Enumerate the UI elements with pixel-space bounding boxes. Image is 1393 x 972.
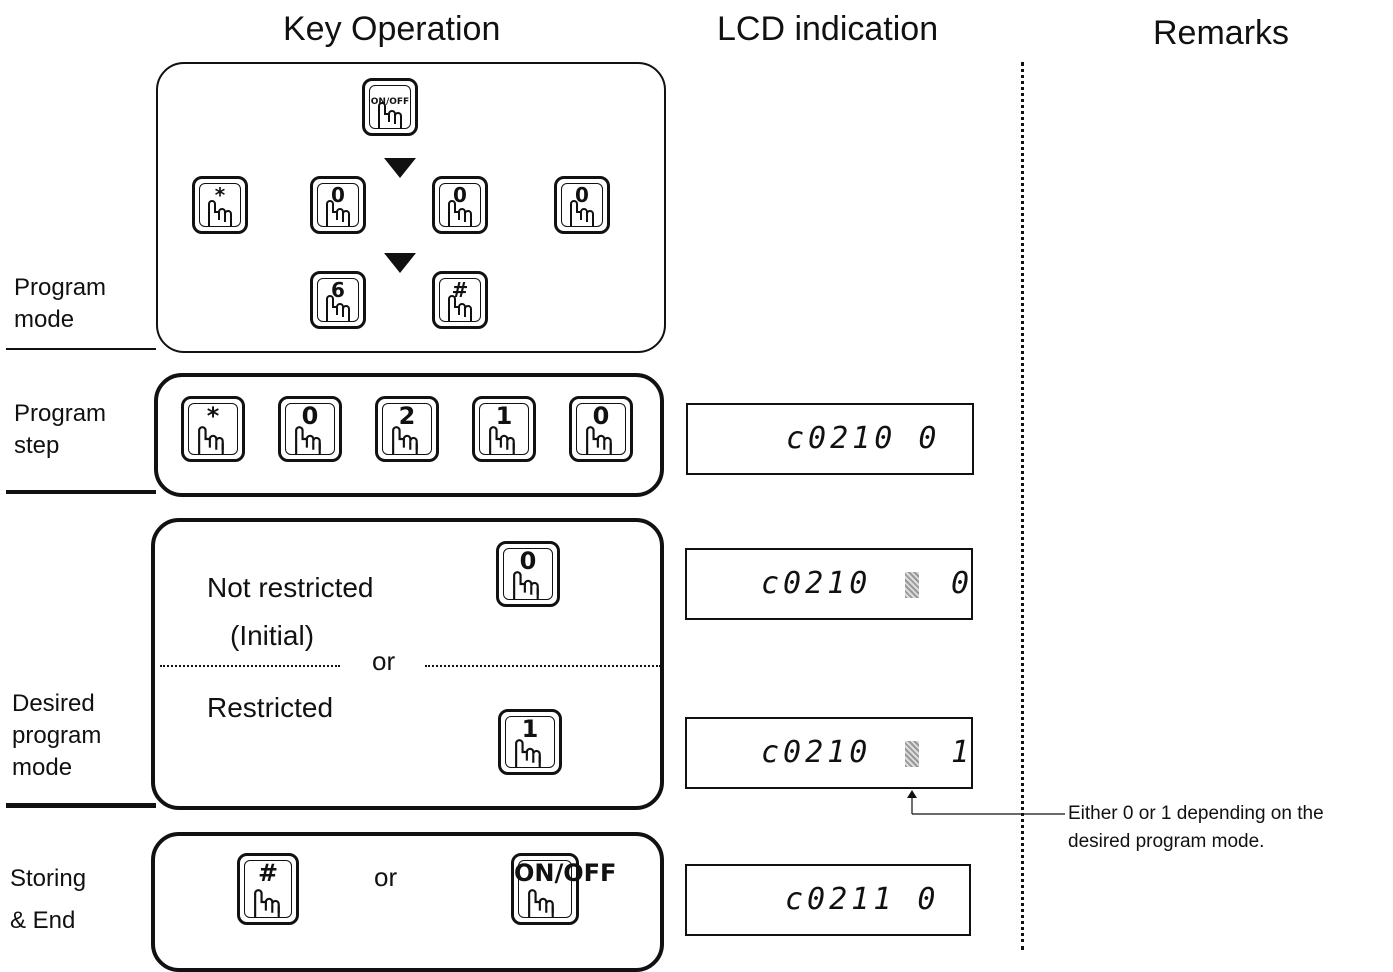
key-operation-header: Key Operation	[283, 10, 501, 48]
row-divider	[6, 348, 156, 350]
zero-key[interactable]: 0	[569, 396, 633, 462]
one-key[interactable]: 1	[472, 396, 536, 462]
lcd-display-step: c0210 0	[686, 403, 974, 475]
remarks-header: Remarks	[1153, 14, 1290, 52]
desired-mode-box	[151, 518, 664, 810]
zero-key[interactable]: 0	[310, 176, 366, 234]
zero-key[interactable]: 0	[278, 396, 342, 462]
restricted-label: Restricted	[207, 692, 334, 723]
two-key[interactable]: 2	[375, 396, 439, 462]
onoff-key[interactable]: ON/OFF	[362, 78, 418, 136]
or-label: or	[372, 646, 396, 676]
program-mode-label: Program mode	[14, 274, 107, 333]
star-key[interactable]: *	[192, 176, 248, 234]
program-step-label: Program step	[14, 400, 107, 459]
one-key[interactable]: 1	[498, 709, 562, 775]
six-key[interactable]: 6	[310, 271, 366, 329]
initial-label: (Initial)	[230, 620, 315, 651]
option-separator	[160, 665, 340, 667]
zero-key[interactable]: 0	[554, 176, 610, 234]
zero-key[interactable]: 0	[496, 541, 560, 607]
program-step-box	[154, 373, 664, 497]
desired-mode-label: Desired program mode	[12, 690, 102, 781]
lcd-display-restricted: c0210 1	[685, 717, 973, 789]
hash-key[interactable]: #	[237, 853, 299, 925]
storing-box	[151, 832, 664, 972]
program-mode-box	[156, 62, 666, 353]
cursor-block	[905, 741, 919, 767]
cursor-block	[905, 572, 919, 598]
lcd-indication-header: LCD indication	[717, 10, 939, 48]
arrow-down-icon	[384, 158, 416, 178]
not-restricted-label: Not restricted	[207, 572, 374, 603]
remark-connector	[907, 790, 1065, 815]
storing-end-label: Storing & End	[10, 865, 87, 934]
remarks-divider	[1021, 62, 1024, 950]
row-divider	[6, 490, 156, 494]
lcd-display-storing: c0211 0	[685, 864, 971, 936]
onoff-key[interactable]: ON/OFF	[511, 853, 616, 925]
remark-note: Either 0 or 1 depending on the desired p…	[1068, 803, 1324, 852]
or-label: or	[374, 862, 398, 892]
lcd-display-not-restricted: c0210 0	[685, 548, 973, 620]
option-separator	[425, 665, 661, 667]
star-key[interactable]: *	[181, 396, 245, 462]
hash-key[interactable]: #	[432, 271, 488, 329]
arrow-down-icon	[384, 253, 416, 273]
row-divider	[6, 803, 156, 808]
zero-key[interactable]: 0	[432, 176, 488, 234]
